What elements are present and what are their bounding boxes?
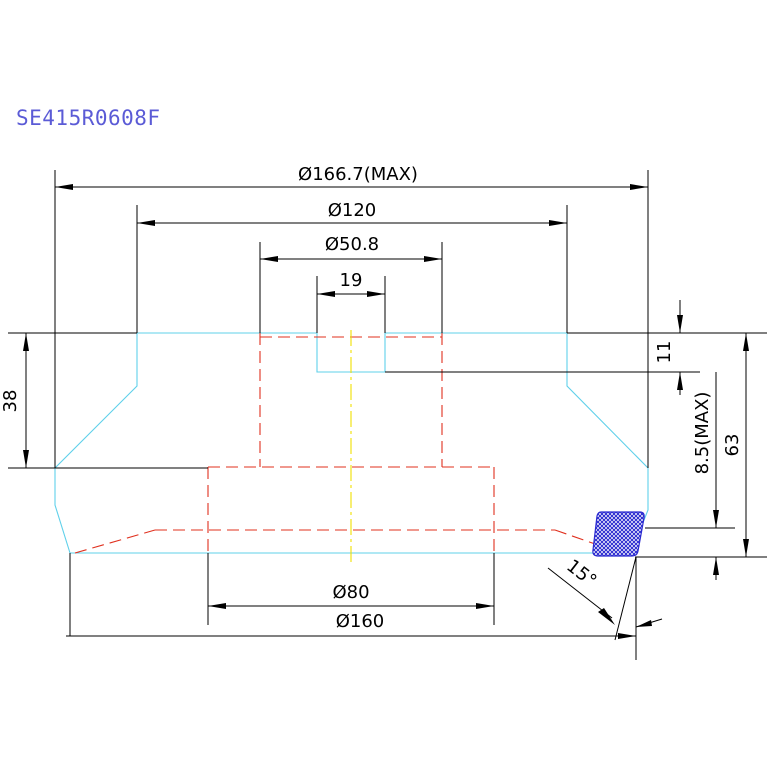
part-number-title: SE415R0608F — [16, 106, 161, 130]
dimension-diameter-80: Ø80 — [207, 553, 495, 625]
label-diameter-max: Ø166.7(MAX) — [298, 164, 418, 185]
label-depth-11: 11 — [654, 341, 675, 364]
dimension-keyway-19: 19 — [316, 270, 386, 333]
label-diameter-50-8: Ø50.8 — [325, 234, 379, 255]
dimension-height-38: 38 — [0, 332, 208, 469]
label-depth-max: 8.5(MAX) — [692, 392, 713, 475]
hidden-lines — [74, 333, 599, 554]
dimension-depth-max: 8.5(MAX) — [635, 372, 767, 580]
dimension-angle-15: 15° — [547, 556, 663, 660]
dimension-diameter-50-8: Ø50.8 — [259, 234, 443, 333]
label-keyway-19: 19 — [340, 270, 363, 291]
label-height-63: 63 — [722, 434, 743, 457]
dimension-diameter-120: Ø120 — [136, 200, 568, 333]
dimension-height-63: 63 — [722, 333, 749, 557]
label-diameter-120: Ø120 — [328, 200, 377, 221]
label-angle-15: 15° — [562, 556, 600, 592]
label-height-38: 38 — [0, 390, 21, 413]
dimension-depth-11: 11 — [385, 300, 767, 395]
dimension-diameter-160: Ø160 — [66, 553, 636, 639]
label-diameter-80: Ø80 — [332, 582, 369, 603]
dimension-diameter-max: Ø166.7(MAX) — [54, 164, 649, 468]
label-diameter-160: Ø160 — [336, 611, 385, 632]
cutting-insert — [592, 511, 645, 557]
